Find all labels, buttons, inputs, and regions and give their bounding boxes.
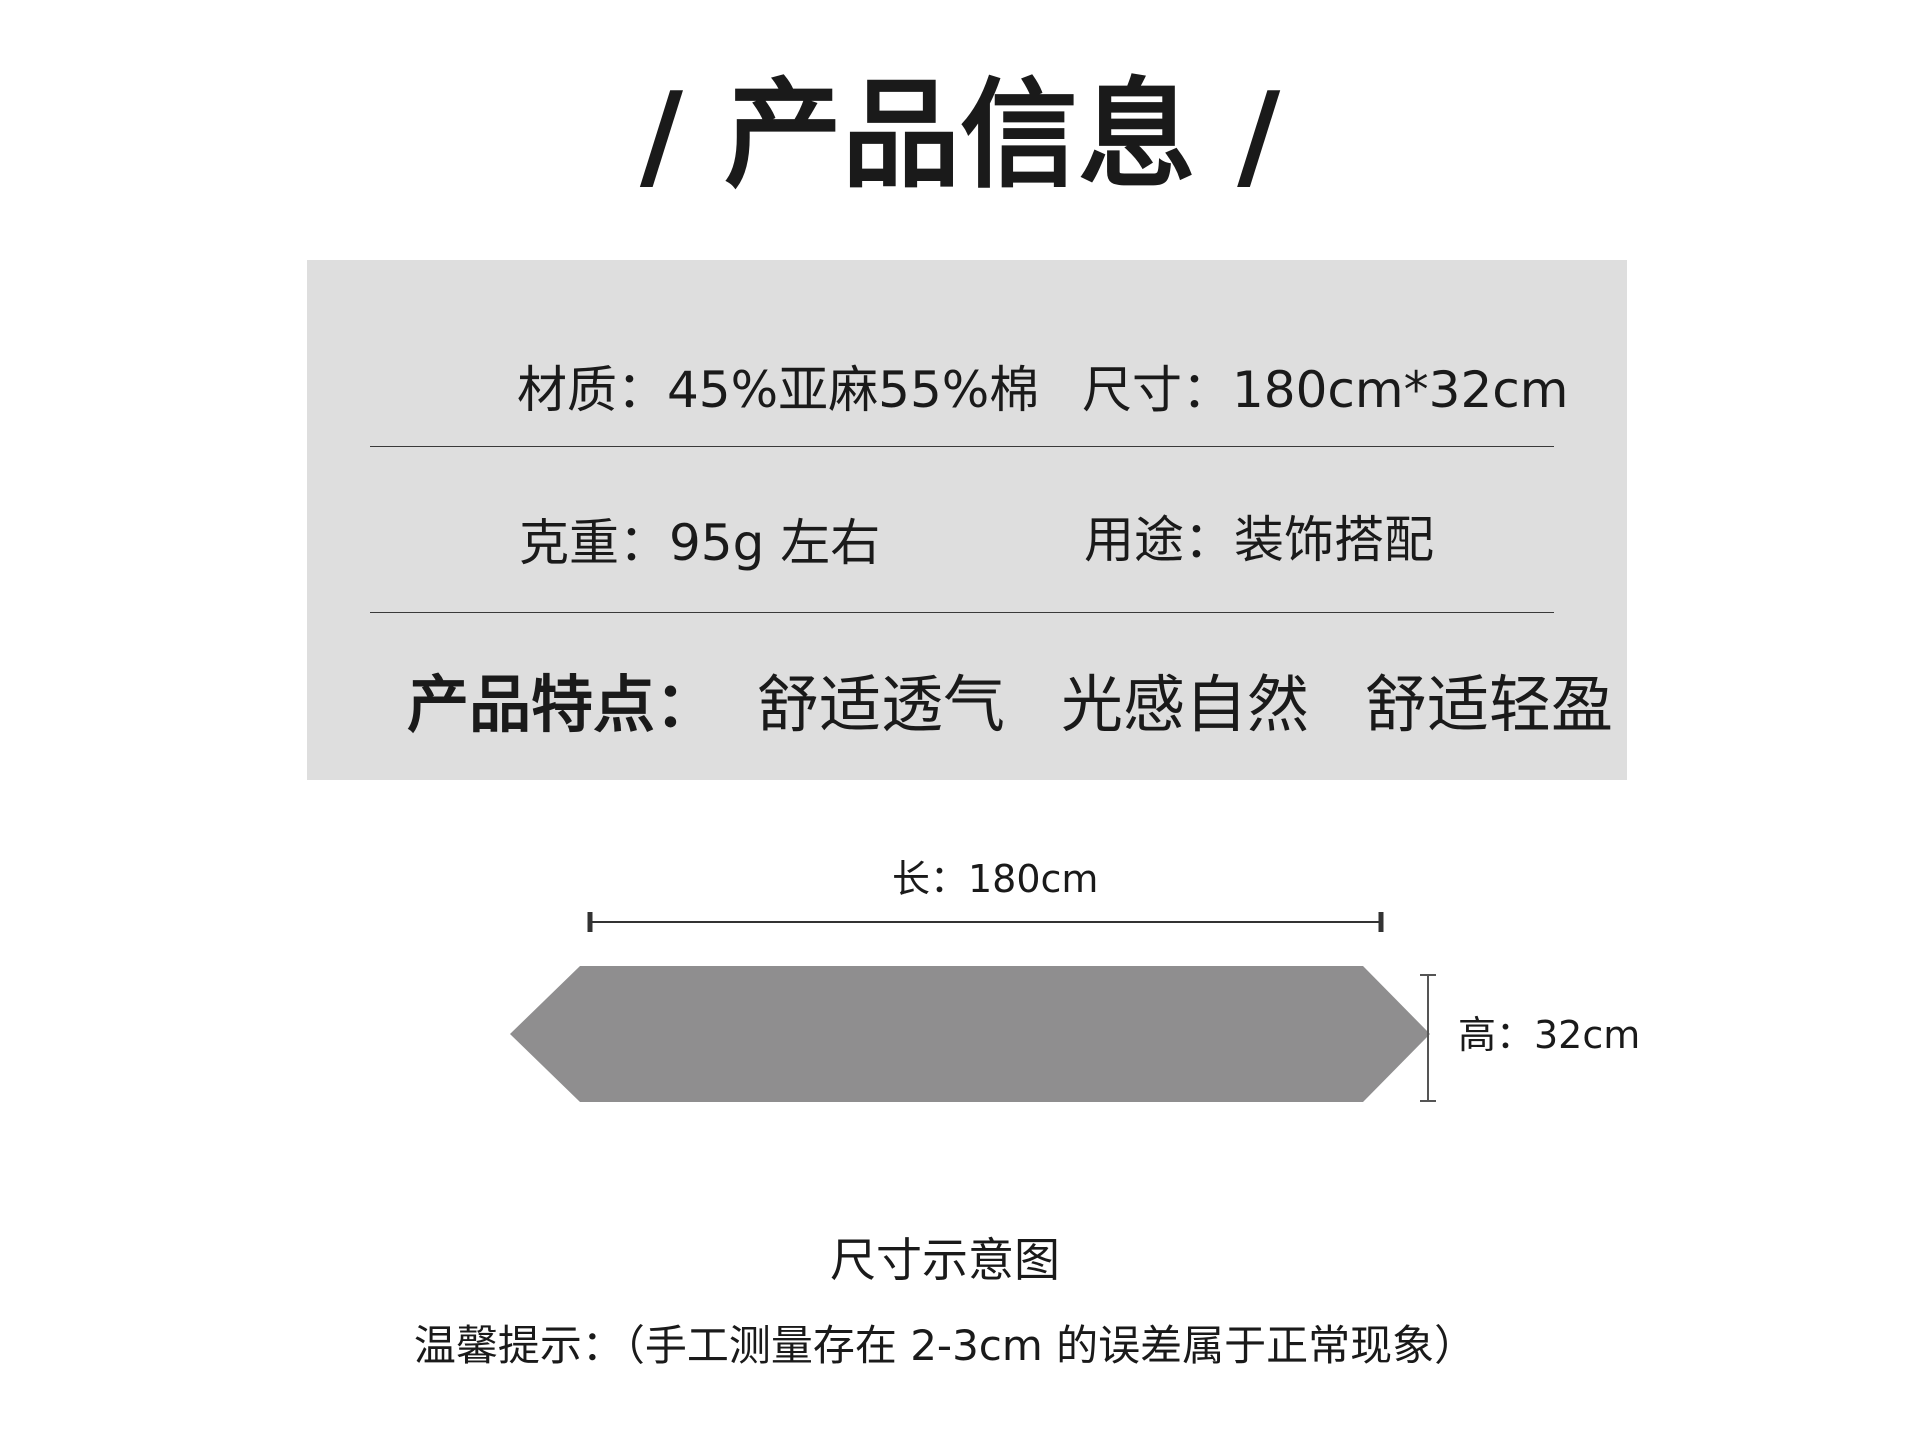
material-spec: 材质：45%亚麻55%棉 (517, 361, 1040, 419)
scarf-shape (510, 966, 1430, 1102)
product-info-panel: 材质：45%亚麻55%棉 尺寸：180cm*32cm 克重：95g 左右 用途：… (307, 260, 1627, 780)
height-dimension-line (1420, 974, 1436, 1102)
height-label: 高：32cm (1458, 1013, 1641, 1057)
feature-item: 光感自然 (1061, 668, 1310, 741)
feature-item: 舒适轻盈 (1365, 668, 1614, 741)
size-diagram (510, 912, 1436, 1102)
feature-item: 舒适透气 (757, 668, 1006, 741)
features-label: 产品特点： (407, 668, 718, 741)
weight-spec: 克重：95g 左右 (519, 514, 881, 572)
measurement-notice: 温馨提示：（手工测量存在 2-3cm 的误差属于正常现象） (413, 1321, 1477, 1370)
row-divider (370, 446, 1554, 447)
diagram-caption: 尺寸示意图 (830, 1233, 1060, 1287)
length-dimension-line (587, 912, 1384, 932)
size-spec: 尺寸：180cm*32cm (1082, 361, 1569, 419)
length-label: 长：180cm (892, 857, 1099, 901)
usage-spec: 用途：装饰搭配 (1084, 511, 1434, 569)
row-divider (370, 612, 1554, 613)
features-row: 产品特点： 舒适透气光感自然舒适轻盈 (407, 665, 1613, 745)
page-title: / 产品信息 / (639, 66, 1281, 204)
